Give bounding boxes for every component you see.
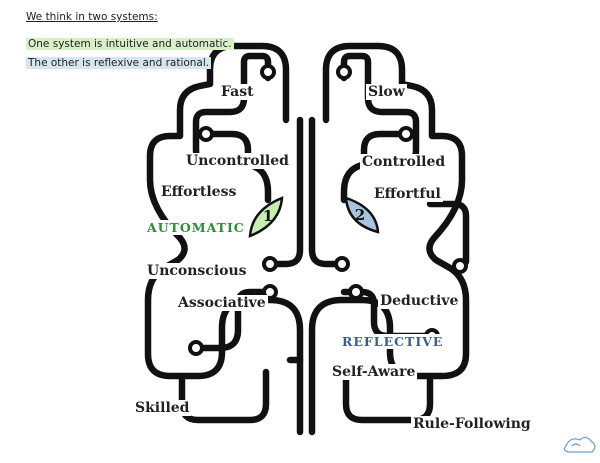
right-inner-6 [342, 368, 434, 424]
notes-line-1: One system is intuitive and automatic. [26, 38, 234, 50]
terminal-dot [262, 256, 278, 272]
system2-number: 2 [355, 206, 365, 224]
right-outline [308, 42, 470, 436]
system2-leaf [344, 196, 380, 234]
system2-name: REFLECTIVE [340, 334, 446, 349]
trait-effortful: Effortful [372, 186, 443, 202]
system1-leaf [248, 196, 284, 238]
trait-rule-following: Rule-Following [411, 416, 533, 432]
terminal-dot [348, 284, 364, 300]
trait-uncontrolled: Uncontrolled [184, 153, 291, 169]
right-inner-3 [308, 116, 346, 268]
trait-associative: Associative [176, 295, 268, 311]
terminal-dot [452, 258, 468, 274]
signature-doodle [563, 436, 596, 453]
notes-title: We think in two systems: [26, 11, 158, 23]
left-inner-3 [266, 116, 304, 268]
trait-skilled: Skilled [133, 400, 192, 416]
trait-fast: Fast [219, 84, 256, 100]
right-inner-2 [360, 130, 410, 168]
trait-unconscious: Unconscious [145, 263, 249, 279]
system1-name: AUTOMATIC [145, 220, 247, 235]
terminal-dot [398, 126, 414, 142]
trait-controlled: Controlled [360, 154, 448, 170]
trait-self-aware: Self-Aware [330, 364, 418, 380]
trait-slow: Slow [366, 84, 407, 100]
right-inner-5 [426, 200, 470, 266]
left-inner-2 [202, 130, 252, 168]
notes-line-2: The other is reflexive and rational. [26, 57, 212, 69]
terminal-dot [334, 256, 350, 272]
trait-effortless: Effortless [159, 184, 239, 200]
terminal-dot [198, 126, 214, 142]
left-outline [144, 42, 304, 436]
left-inner-4 [192, 288, 274, 352]
terminal-dot [336, 64, 352, 80]
trait-deductive: Deductive [378, 293, 461, 309]
terminal-dot [188, 340, 204, 356]
terminal-dot [260, 64, 276, 80]
system1-number: 1 [263, 207, 273, 225]
